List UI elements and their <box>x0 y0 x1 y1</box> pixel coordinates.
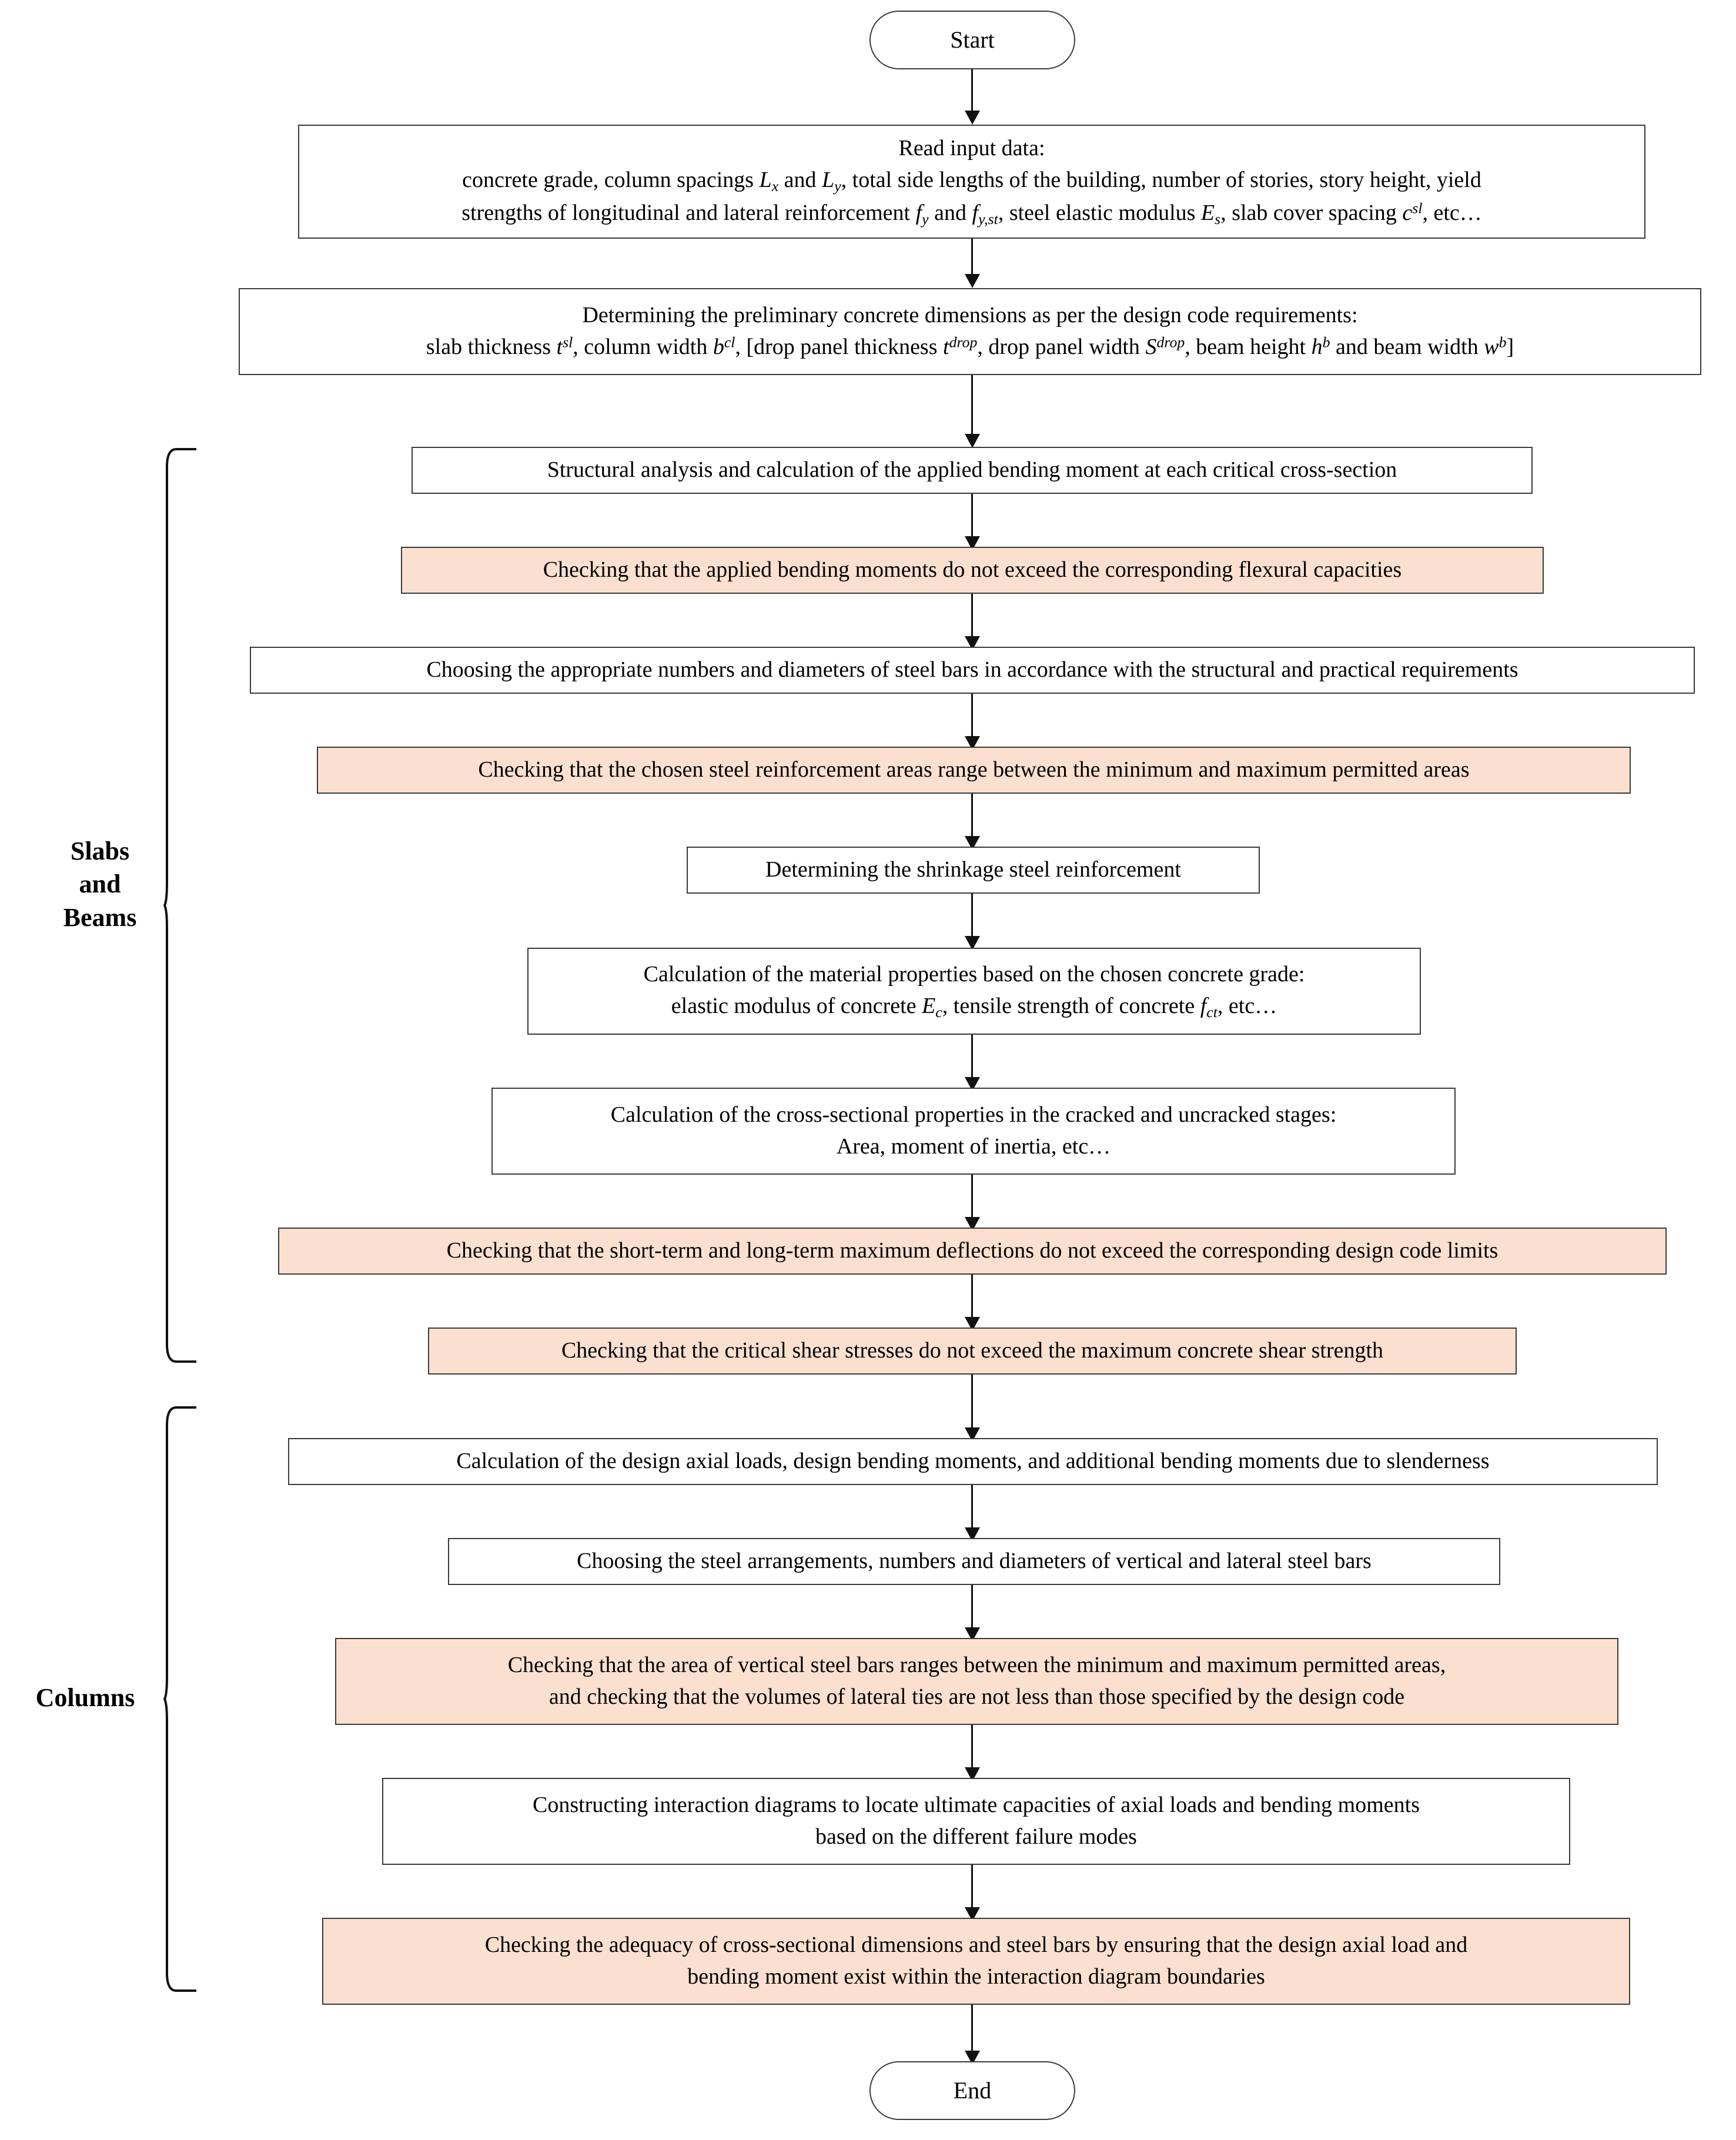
connector-choose-bars-to-check-areas <box>971 694 973 748</box>
node-end-label: End <box>953 2077 992 2104</box>
node-read-input-data[interactable]: Read input data: concrete grade, column … <box>298 125 1645 239</box>
node-check-vertical-bars-line-1: Checking that the area of vertical steel… <box>507 1653 1446 1678</box>
node-choose-steel-bars-label: Choosing the appropriate numbers and dia… <box>426 657 1518 683</box>
arrowhead-read-input <box>965 111 980 125</box>
connector-steel-arrangement-to-check-vertical-bars <box>971 1585 973 1639</box>
node-cross-sectional-properties[interactable]: Calculation of the cross-sectional prope… <box>491 1088 1456 1175</box>
connector-interaction-diagrams-to-check-adequacy <box>971 1865 973 1919</box>
node-design-axial-loads-label: Calculation of the design axial loads, d… <box>456 1449 1490 1474</box>
node-steel-arrangement-label: Choosing the steel arrangements, numbers… <box>577 1549 1372 1574</box>
connector-read-input-to-prelim <box>971 239 973 285</box>
node-material-properties[interactable]: Calculation of the material properties b… <box>527 948 1421 1035</box>
node-check-shear-stresses[interactable]: Checking that the critical shear stresse… <box>428 1328 1517 1375</box>
node-end[interactable]: End <box>869 2061 1075 2120</box>
node-interaction-diagrams-line-1: Constructing interaction diagrams to loc… <box>532 1793 1420 1818</box>
node-shrinkage-reinforcement[interactable]: Determining the shrinkage steel reinforc… <box>687 847 1260 894</box>
node-material-properties-line-1: Calculation of the material properties b… <box>643 962 1305 987</box>
node-material-properties-line-2: elastic modulus of concrete Ec, tensile … <box>671 994 1277 1021</box>
connector-check-flexural-to-choose-bars <box>971 594 973 648</box>
connector-check-adequacy-to-end <box>971 2005 973 2062</box>
node-read-input-line-2: concrete grade, column spacings Lx and L… <box>462 168 1481 195</box>
connector-check-vertical-bars-to-interaction-diagrams <box>971 1725 973 1779</box>
node-read-input-line-1: Read input data: <box>898 136 1045 161</box>
node-interaction-diagrams[interactable]: Constructing interaction diagrams to loc… <box>382 1778 1570 1865</box>
node-design-axial-loads[interactable]: Calculation of the design axial loads, d… <box>288 1438 1658 1485</box>
connector-check-deflections-to-check-shear <box>971 1275 973 1329</box>
connector-material-to-section-props <box>971 1035 973 1089</box>
node-shrinkage-reinforcement-label: Determining the shrinkage steel reinforc… <box>765 857 1181 882</box>
node-check-steel-areas[interactable]: Checking that the chosen steel reinforce… <box>317 747 1631 794</box>
node-choose-steel-bars[interactable]: Choosing the appropriate numbers and dia… <box>250 647 1695 694</box>
connector-start-to-read-input <box>971 69 973 121</box>
brace-slabs-and-beams <box>163 447 199 1364</box>
node-steel-arrangement[interactable]: Choosing the steel arrangements, numbers… <box>448 1538 1500 1585</box>
connector-shrinkage-to-material-props <box>971 894 973 948</box>
brace-columns <box>163 1405 199 1993</box>
node-preliminary-dimensions-line-1: Determining the preliminary concrete dim… <box>582 303 1358 328</box>
connector-section-props-to-check-deflections <box>971 1175 973 1229</box>
node-check-adequacy[interactable]: Checking the adequacy of cross-sectional… <box>322 1918 1630 2005</box>
node-preliminary-dimensions[interactable]: Determining the preliminary concrete dim… <box>239 288 1701 375</box>
node-check-steel-areas-label: Checking that the chosen steel reinforce… <box>478 757 1470 783</box>
node-preliminary-dimensions-line-2: slab thickness tsl, column width bcl, [d… <box>426 333 1514 359</box>
node-start-label: Start <box>950 26 995 53</box>
node-check-shear-stresses-label: Checking that the critical shear stresse… <box>561 1338 1384 1363</box>
connector-check-areas-to-shrinkage <box>971 794 973 848</box>
node-interaction-diagrams-line-2: based on the different failure modes <box>815 1824 1137 1849</box>
connector-structural-analysis-to-check-flexural <box>971 494 973 548</box>
group-label-columns-text: Columns <box>35 1683 135 1712</box>
group-label-columns: Columns <box>12 1681 159 1714</box>
node-check-flexural-capacities[interactable]: Checking that the applied bending moment… <box>401 547 1544 594</box>
arrowhead-prelim-dims <box>965 274 980 288</box>
node-check-flexural-capacities-label: Checking that the applied bending moment… <box>543 557 1402 583</box>
node-cross-sectional-properties-line-2: Area, moment of inertia, etc… <box>836 1134 1111 1159</box>
connector-prelim-to-structural-analysis <box>971 375 973 444</box>
node-check-adequacy-line-2: bending moment exist within the interact… <box>687 1964 1265 1989</box>
node-read-input-line-3: strengths of longitudinal and lateral re… <box>461 199 1482 228</box>
node-start[interactable]: Start <box>869 11 1075 69</box>
node-check-vertical-bars[interactable]: Checking that the area of vertical steel… <box>335 1638 1618 1725</box>
node-structural-analysis-label: Structural analysis and calculation of t… <box>547 457 1397 483</box>
node-cross-sectional-properties-line-1: Calculation of the cross-sectional prope… <box>610 1102 1337 1128</box>
node-check-adequacy-line-1: Checking the adequacy of cross-sectional… <box>484 1932 1468 1958</box>
arrowhead-structural-analysis <box>965 434 980 448</box>
connector-axial-loads-to-steel-arrangement <box>971 1485 973 1539</box>
node-check-deflections[interactable]: Checking that the short-term and long-te… <box>278 1228 1667 1275</box>
node-structural-analysis[interactable]: Structural analysis and calculation of t… <box>412 447 1533 494</box>
node-check-deflections-label: Checking that the short-term and long-te… <box>446 1238 1498 1263</box>
node-check-vertical-bars-line-2: and checking that the volumes of lateral… <box>548 1684 1405 1709</box>
connector-check-shear-to-axial-loads <box>971 1375 973 1439</box>
